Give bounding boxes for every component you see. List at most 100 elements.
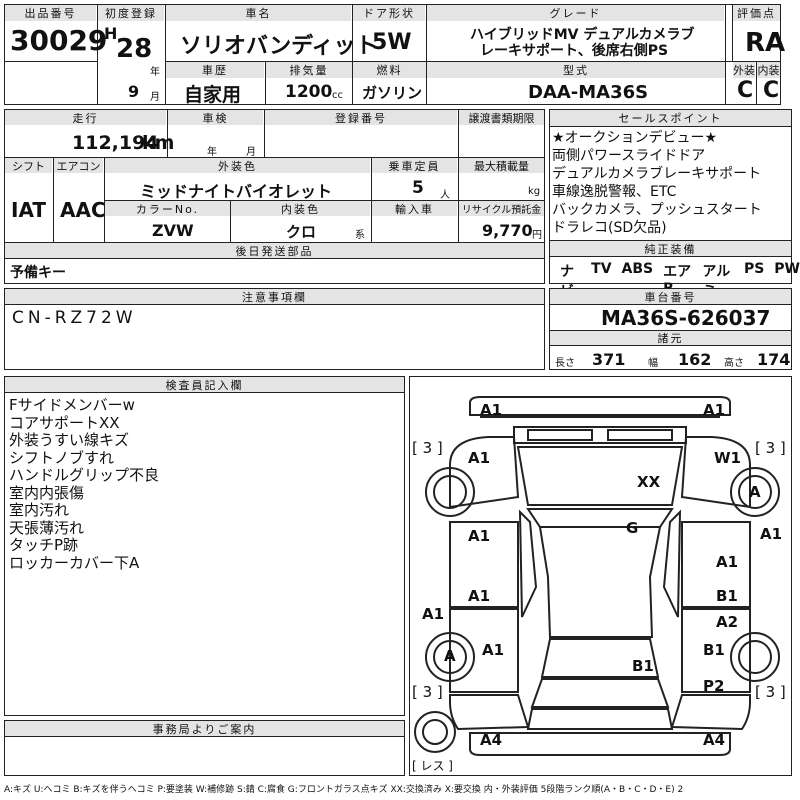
mark-rear-right: P2 xyxy=(703,677,725,695)
inspector-note-line: 室内内張傷 xyxy=(9,483,85,502)
inspector-label: 検査員記入欄 xyxy=(5,377,404,392)
color-no-label: カラーNo. xyxy=(105,201,230,216)
spare-tire: [ レス ] xyxy=(412,759,453,773)
inspector-note-line: Fサイドメンバーw xyxy=(9,396,135,414)
mark-roof: G xyxy=(626,519,639,537)
grade-line1: ハイブリッドMV デュアルカメラブ xyxy=(470,27,695,43)
inspection-month-unit: 月 xyxy=(246,147,256,158)
model-label: 型式 xyxy=(427,62,725,78)
recycle-unit: 円 xyxy=(532,230,542,241)
chassis-label: 車台番号 xyxy=(550,289,791,304)
mark-door-fl: A1 xyxy=(468,527,491,545)
first-reg-year: 28 xyxy=(116,34,153,64)
history-label: 車歴 xyxy=(166,62,264,78)
mark-pillar-right: A1 xyxy=(760,525,783,543)
shift-value: IAT xyxy=(11,198,47,222)
inspection-label: 車検 xyxy=(168,110,263,125)
mark-front-left: A1 xyxy=(480,401,503,419)
mark-front-right: A1 xyxy=(703,401,726,419)
registration-label: 登録番号 xyxy=(265,110,457,125)
mark-trunk: B1 xyxy=(632,657,654,675)
mileage-unit: km xyxy=(142,132,175,154)
color-no-value: ZVW xyxy=(152,221,194,240)
mark-door-rr2: A2 xyxy=(716,613,739,631)
inspection-year-unit: 年 xyxy=(207,147,217,158)
equipment-item: PS xyxy=(743,261,765,277)
history-value: 自家用 xyxy=(184,84,242,106)
tire-fl: [ 3 ] xyxy=(412,439,443,457)
dims-label: 諸元 xyxy=(550,331,791,345)
capacity-unit: 人 xyxy=(440,190,450,201)
interior-label: 内装 xyxy=(757,62,780,78)
lot-label: 出品番号 xyxy=(5,5,96,21)
width-value: 162 xyxy=(678,350,712,369)
length-value: 371 xyxy=(592,350,626,369)
sales-point-list: ★オークションデビュー★両側パワースライドドアデュアルカメラブレーキサポート車線… xyxy=(552,129,762,237)
ac-value: AAC xyxy=(60,198,106,222)
mark-wheel-fr: A xyxy=(749,483,761,501)
chassis-value: MA36S-626037 xyxy=(601,306,771,330)
sales-label: セールスポイント xyxy=(550,110,791,126)
mark-door-rr1: B1 xyxy=(716,587,738,605)
displacement-label: 排気量 xyxy=(266,62,352,78)
displacement-unit: cc xyxy=(332,90,343,101)
inspector-note-line: シフトノブすれ xyxy=(9,448,115,467)
later-parts-value: 予備キー xyxy=(10,265,66,281)
load-unit: kg xyxy=(528,186,541,197)
interior-color-value: クロ xyxy=(286,223,317,241)
first-reg-month: 9 xyxy=(128,82,140,101)
interior-value: C xyxy=(763,78,780,103)
height-value: 174 xyxy=(757,350,791,369)
tire-rr: [ 3 ] xyxy=(755,683,786,701)
inspector-note-line: ロッカーカバー下A xyxy=(9,553,140,572)
mileage-label: 走行 xyxy=(5,110,166,125)
inspector-block xyxy=(4,376,405,716)
grade-line2: レーキサポート、後席右側PS xyxy=(480,43,669,59)
shift-label: シフト xyxy=(5,158,52,173)
later-parts-label: 後日発送部品 xyxy=(5,243,544,258)
mark-door-fr: A1 xyxy=(716,553,739,571)
door-label: ドア形状 xyxy=(353,5,425,21)
car-name-value: ソリオバンディット xyxy=(180,34,378,59)
interior-color-label: 内装色 xyxy=(231,201,370,216)
score-label: 評価点 xyxy=(733,5,780,21)
tire-rl: [ 3 ] xyxy=(412,683,443,701)
load-label: 最大積載量 xyxy=(459,158,544,173)
equipment-item: PW xyxy=(774,261,800,277)
interior-color-unit: 系 xyxy=(355,230,365,241)
ac-label: エアコン xyxy=(54,158,103,173)
mark-rocker-left: A1 xyxy=(422,605,445,623)
mileage-value: 112,194 xyxy=(72,132,159,154)
sales-point-line: バックカメラ、プッシュスタート xyxy=(552,202,762,218)
damage-diagram: [ 3 ] [ 3 ] [ 3 ] [ 3 ] [ レス ] A1 A1 A1 … xyxy=(409,376,792,776)
inspector-note-line: 室内汚れ xyxy=(9,501,70,519)
sales-point-line: 両側パワースライドドア xyxy=(552,148,706,164)
mark-qtr-right: B1 xyxy=(703,641,725,659)
equipment-item: TV xyxy=(591,261,612,277)
mark-bumper-rl: A4 xyxy=(480,731,503,749)
fuel-value: ガソリン xyxy=(362,84,423,102)
caution-value: CN-RZ72W xyxy=(12,308,137,328)
lot-value: 30029 xyxy=(10,24,108,57)
recycle-label: リサイクル預託金 xyxy=(459,201,544,216)
length-label: 長さ xyxy=(555,358,575,369)
displacement-value: 1200 xyxy=(285,82,333,102)
inspector-note-line: 天張薄汚れ xyxy=(9,518,85,537)
sales-point-line: ドラレコ(SD欠品) xyxy=(552,220,667,236)
model-value: DAA-MA36S xyxy=(528,82,649,103)
fuel-label: 燃料 xyxy=(353,62,426,78)
height-label: 高さ xyxy=(724,358,744,369)
mark-hood: XX xyxy=(637,473,661,491)
office-label: 事務局よりご案内 xyxy=(5,721,404,736)
mark-door-rl: A1 xyxy=(468,587,491,605)
recycle-value: 9,770 xyxy=(482,221,533,240)
caution-label: 注意事項欄 xyxy=(5,289,544,304)
transfer-label: 譲渡書類期限 xyxy=(459,110,544,125)
era-letter: H xyxy=(104,24,118,43)
first-reg-label: 初度登録 xyxy=(98,5,164,21)
capacity-label: 乗車定員 xyxy=(372,158,457,173)
year-unit: 年 xyxy=(150,67,160,78)
score-value: RA xyxy=(745,28,786,58)
month-unit: 月 xyxy=(150,92,160,103)
